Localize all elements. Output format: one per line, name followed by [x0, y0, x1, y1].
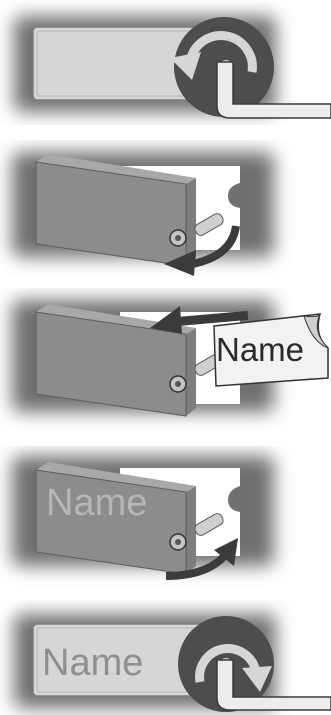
tilt-up-arrow	[165, 551, 230, 580]
step-1-illustration	[14, 16, 331, 119]
plate-top-face	[36, 154, 196, 184]
step-2-tilt-open	[0, 140, 331, 285]
screw-socket	[175, 539, 181, 545]
arrow-head	[214, 538, 238, 566]
plate-side-face	[186, 486, 196, 574]
plate-side-face	[186, 328, 196, 416]
step-2-illustration	[12, 152, 274, 276]
tilt-down-arrow	[191, 225, 240, 268]
step-5-screw-tight: Name	[0, 600, 331, 715]
hex-key	[216, 61, 331, 119]
counterclockwise-arrow	[185, 31, 257, 73]
hinge-pin	[194, 213, 224, 236]
arrow-head	[150, 306, 182, 334]
arrow-head	[170, 52, 201, 80]
label-curled-corner	[303, 313, 329, 349]
plate-front-face	[35, 311, 187, 417]
insert-arrow-shaft	[175, 310, 249, 327]
arrow-head	[164, 250, 196, 276]
step-1-unscrew	[0, 0, 331, 125]
hex-key	[216, 659, 331, 711]
label-name-text: Name	[216, 331, 304, 368]
step-3-illustration: Name	[12, 300, 329, 417]
hinge-pin	[194, 513, 224, 536]
screw-socket	[175, 381, 181, 387]
step-4-illustration: Name	[12, 456, 274, 580]
step-4-tilt-close: Name	[0, 446, 331, 596]
arrow-head	[242, 666, 272, 692]
step-3-insert-label: Name	[0, 288, 331, 438]
plate-top-face	[36, 462, 196, 492]
screw-socket	[175, 235, 181, 241]
label-name-text-behind: Name	[46, 482, 147, 524]
plate-side-face	[186, 178, 196, 266]
step-5-illustration: Name	[14, 614, 331, 712]
clockwise-arrow	[195, 644, 261, 683]
label-name-text: Name	[42, 642, 143, 684]
